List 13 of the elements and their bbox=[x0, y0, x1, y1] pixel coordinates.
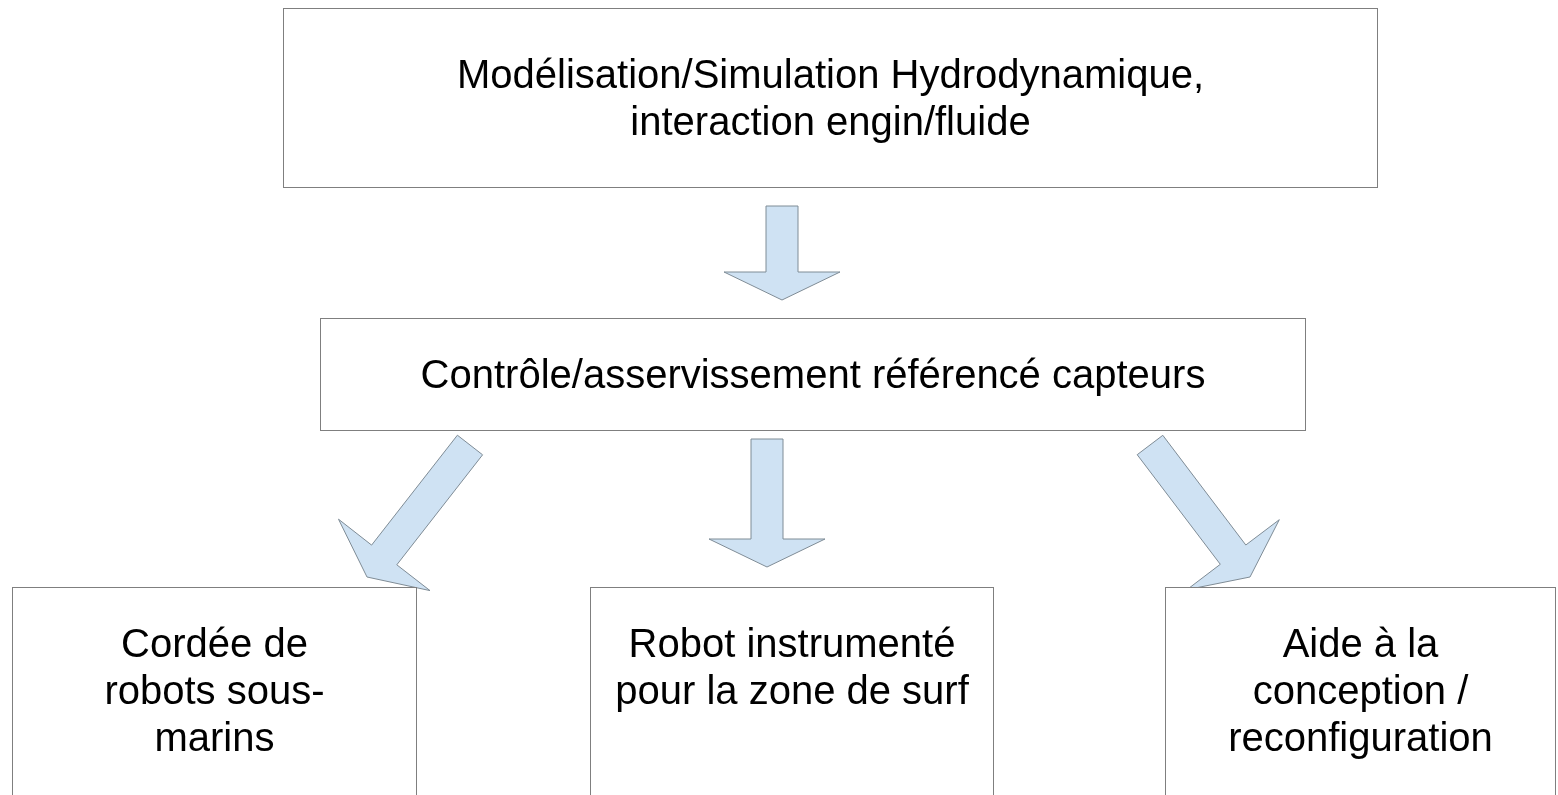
box-text: Robot instrumenté pour la zone de surf bbox=[614, 620, 970, 714]
block-arrow bbox=[338, 434, 484, 592]
block-arrow bbox=[708, 438, 826, 568]
box-text: Contrôle/asservissement référencé capteurs bbox=[420, 351, 1206, 398]
process-box bbox=[12, 587, 417, 795]
process-box bbox=[283, 8, 1378, 188]
box-text: Modélisation/Simulation Hydrodynamique, interaction engin/fluide bbox=[455, 51, 1206, 145]
process-box bbox=[320, 318, 1306, 431]
process-box bbox=[1165, 587, 1556, 795]
box-text: Cordée de robots sous-marins bbox=[103, 620, 326, 761]
process-box bbox=[590, 587, 994, 795]
box-text: Aide à la conception / reconfiguration bbox=[1227, 620, 1494, 761]
block-arrow bbox=[723, 205, 841, 301]
